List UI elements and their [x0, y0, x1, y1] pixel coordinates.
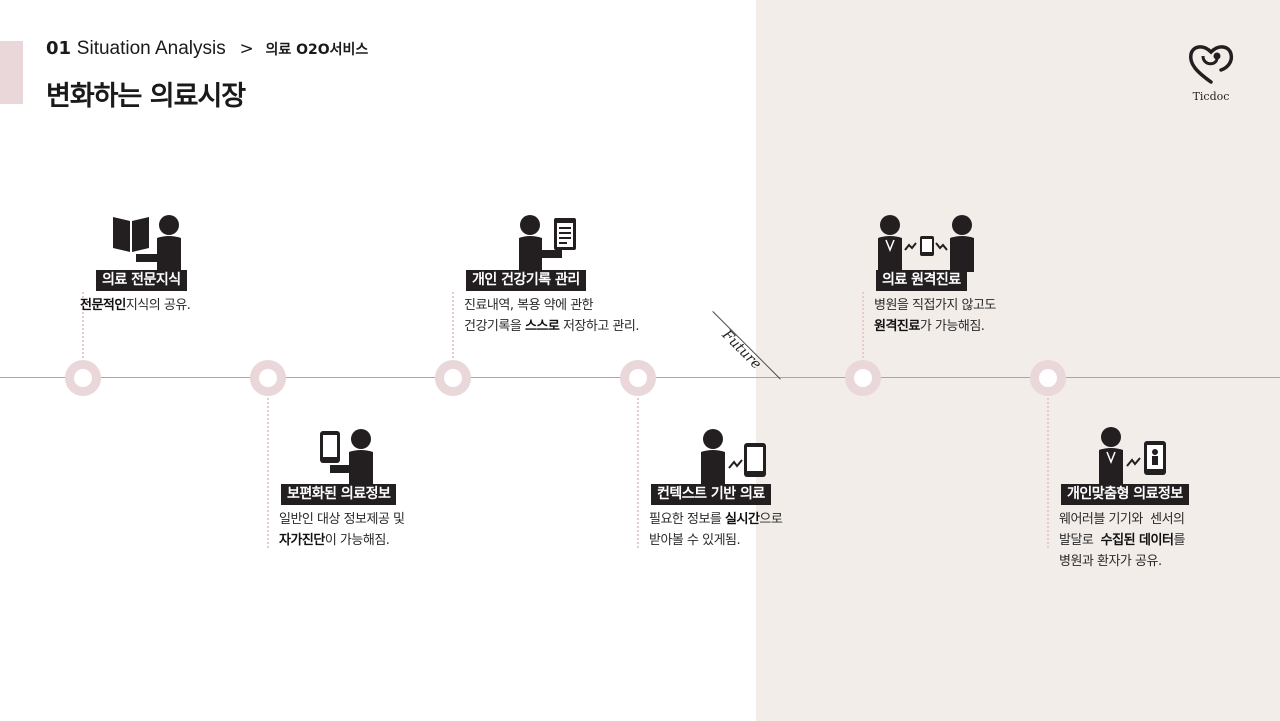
plain-text: 받아볼 수 있게됨. [649, 533, 741, 548]
description-line: 병원을 직접가지 않고도 [874, 295, 996, 316]
description-line: 발달로 수집된 데이터를 [1059, 530, 1185, 551]
emphasis-text: 스스로 [524, 319, 560, 334]
connector-dots [452, 292, 454, 358]
description-line: 자가진단이 가능해짐. [279, 530, 405, 551]
ticdoc-logo: Ticdoc [1183, 42, 1239, 106]
card-description: 일반인 대상 정보제공 및 자가진단이 가능해짐. [279, 509, 405, 551]
header-accent-bar [0, 41, 23, 104]
timeline-node [250, 360, 286, 396]
plain-text: 발달로 [1059, 533, 1101, 548]
connector-dots [82, 292, 84, 358]
description-line: 웨어러블 기기와 센서의 [1059, 509, 1185, 530]
card-description: 진료내역, 복용 약에 관한 건강기록을 스스로 저장하고 관리. [464, 295, 639, 337]
timeline-node [435, 360, 471, 396]
connector-dots [267, 398, 269, 548]
description-line: 진료내역, 복용 약에 관한 [464, 295, 639, 316]
subsection-name: 의료 O2O서비스 [265, 42, 369, 58]
card-description: 웨어러블 기기와 센서의 발달로 수집된 데이터를 병원과 환자가 공유. [1059, 509, 1185, 572]
page-title: 변화하는 의료시장 [46, 81, 246, 112]
timeline-node [620, 360, 656, 396]
emphasis-text: 실시간 [725, 512, 760, 527]
emphasis-text: 수집된 데이터 [1100, 533, 1174, 548]
person-with-tablet-record-icon [518, 214, 578, 274]
breadcrumb: 01 Situation Analysis > 의료 O2O서비스 [46, 38, 368, 60]
card-title: 의료 전문지식 [96, 270, 187, 291]
description-line: 전문적인지식의 공유. [80, 295, 191, 316]
doctor-wearable-device-icon [1098, 426, 1168, 490]
description-line: 일반인 대상 정보제공 및 [279, 509, 405, 530]
plain-text: 으로 [759, 512, 783, 527]
emphasis-text: 자가진단 [279, 533, 325, 548]
plain-text: 웨어러블 기기와 센서의 [1059, 512, 1185, 527]
plain-text: 가 가능해짐. [919, 319, 985, 334]
section-number: 01 [46, 38, 72, 59]
description-line: 건강기록을 스스로 저장하고 관리. [464, 316, 639, 337]
description-line: 원격진료가 가능해짐. [874, 316, 996, 337]
timeline-node [1030, 360, 1066, 396]
card-title: 개인맞춤형 의료정보 [1061, 484, 1189, 505]
doctor-phone-patient-icon [876, 214, 976, 276]
card-description: 병원을 직접가지 않고도 원격진료가 가능해짐. [874, 295, 996, 337]
emphasis-text: 전문적인 [80, 298, 126, 313]
connector-dots [862, 292, 864, 358]
timeline-node [845, 360, 881, 396]
plain-text: 를 [1173, 533, 1185, 548]
connector-dots [1047, 398, 1049, 548]
section-name: Situation Analysis [76, 38, 226, 59]
logo-text: Ticdoc [1192, 90, 1230, 103]
timeline-node [65, 360, 101, 396]
plain-text: 일반인 대상 정보제공 및 [279, 512, 405, 527]
plain-text: 필요한 정보를 [649, 512, 726, 527]
card-description: 전문적인지식의 공유. [80, 295, 191, 316]
plain-text: 병원과 환자가 공유. [1059, 554, 1162, 569]
plain-text: 저장하고 관리. [559, 319, 640, 334]
card-title: 개인 건강기록 관리 [466, 270, 586, 291]
card-description: 필요한 정보를 실시간으로 받아볼 수 있게됨. [649, 509, 783, 551]
person-connected-phone-icon [700, 428, 768, 490]
heart-stethoscope-icon [1188, 45, 1234, 84]
card-title: 보편화된 의료정보 [281, 484, 397, 505]
person-with-smartphone-icon [318, 428, 378, 490]
future-section-background [756, 0, 1280, 721]
plain-text: 이 가능해짐. [324, 533, 390, 548]
connector-dots [637, 398, 639, 548]
plain-text: 지식의 공유. [125, 298, 191, 313]
plain-text: 병원을 직접가지 않고도 [874, 298, 996, 313]
card-title: 컨텍스트 기반 의료 [651, 484, 771, 505]
description-line: 필요한 정보를 실시간으로 [649, 509, 783, 530]
person-reading-book-icon [112, 214, 184, 274]
breadcrumb-separator: > [239, 39, 254, 59]
emphasis-text: 원격진료 [874, 319, 920, 334]
plain-text: 건강기록을 [464, 319, 525, 334]
description-line: 병원과 환자가 공유. [1059, 551, 1185, 572]
description-line: 받아볼 수 있게됨. [649, 530, 782, 551]
card-title: 의료 원격진료 [876, 270, 967, 291]
plain-text: 진료내역, 복용 약에 관한 [464, 298, 594, 313]
